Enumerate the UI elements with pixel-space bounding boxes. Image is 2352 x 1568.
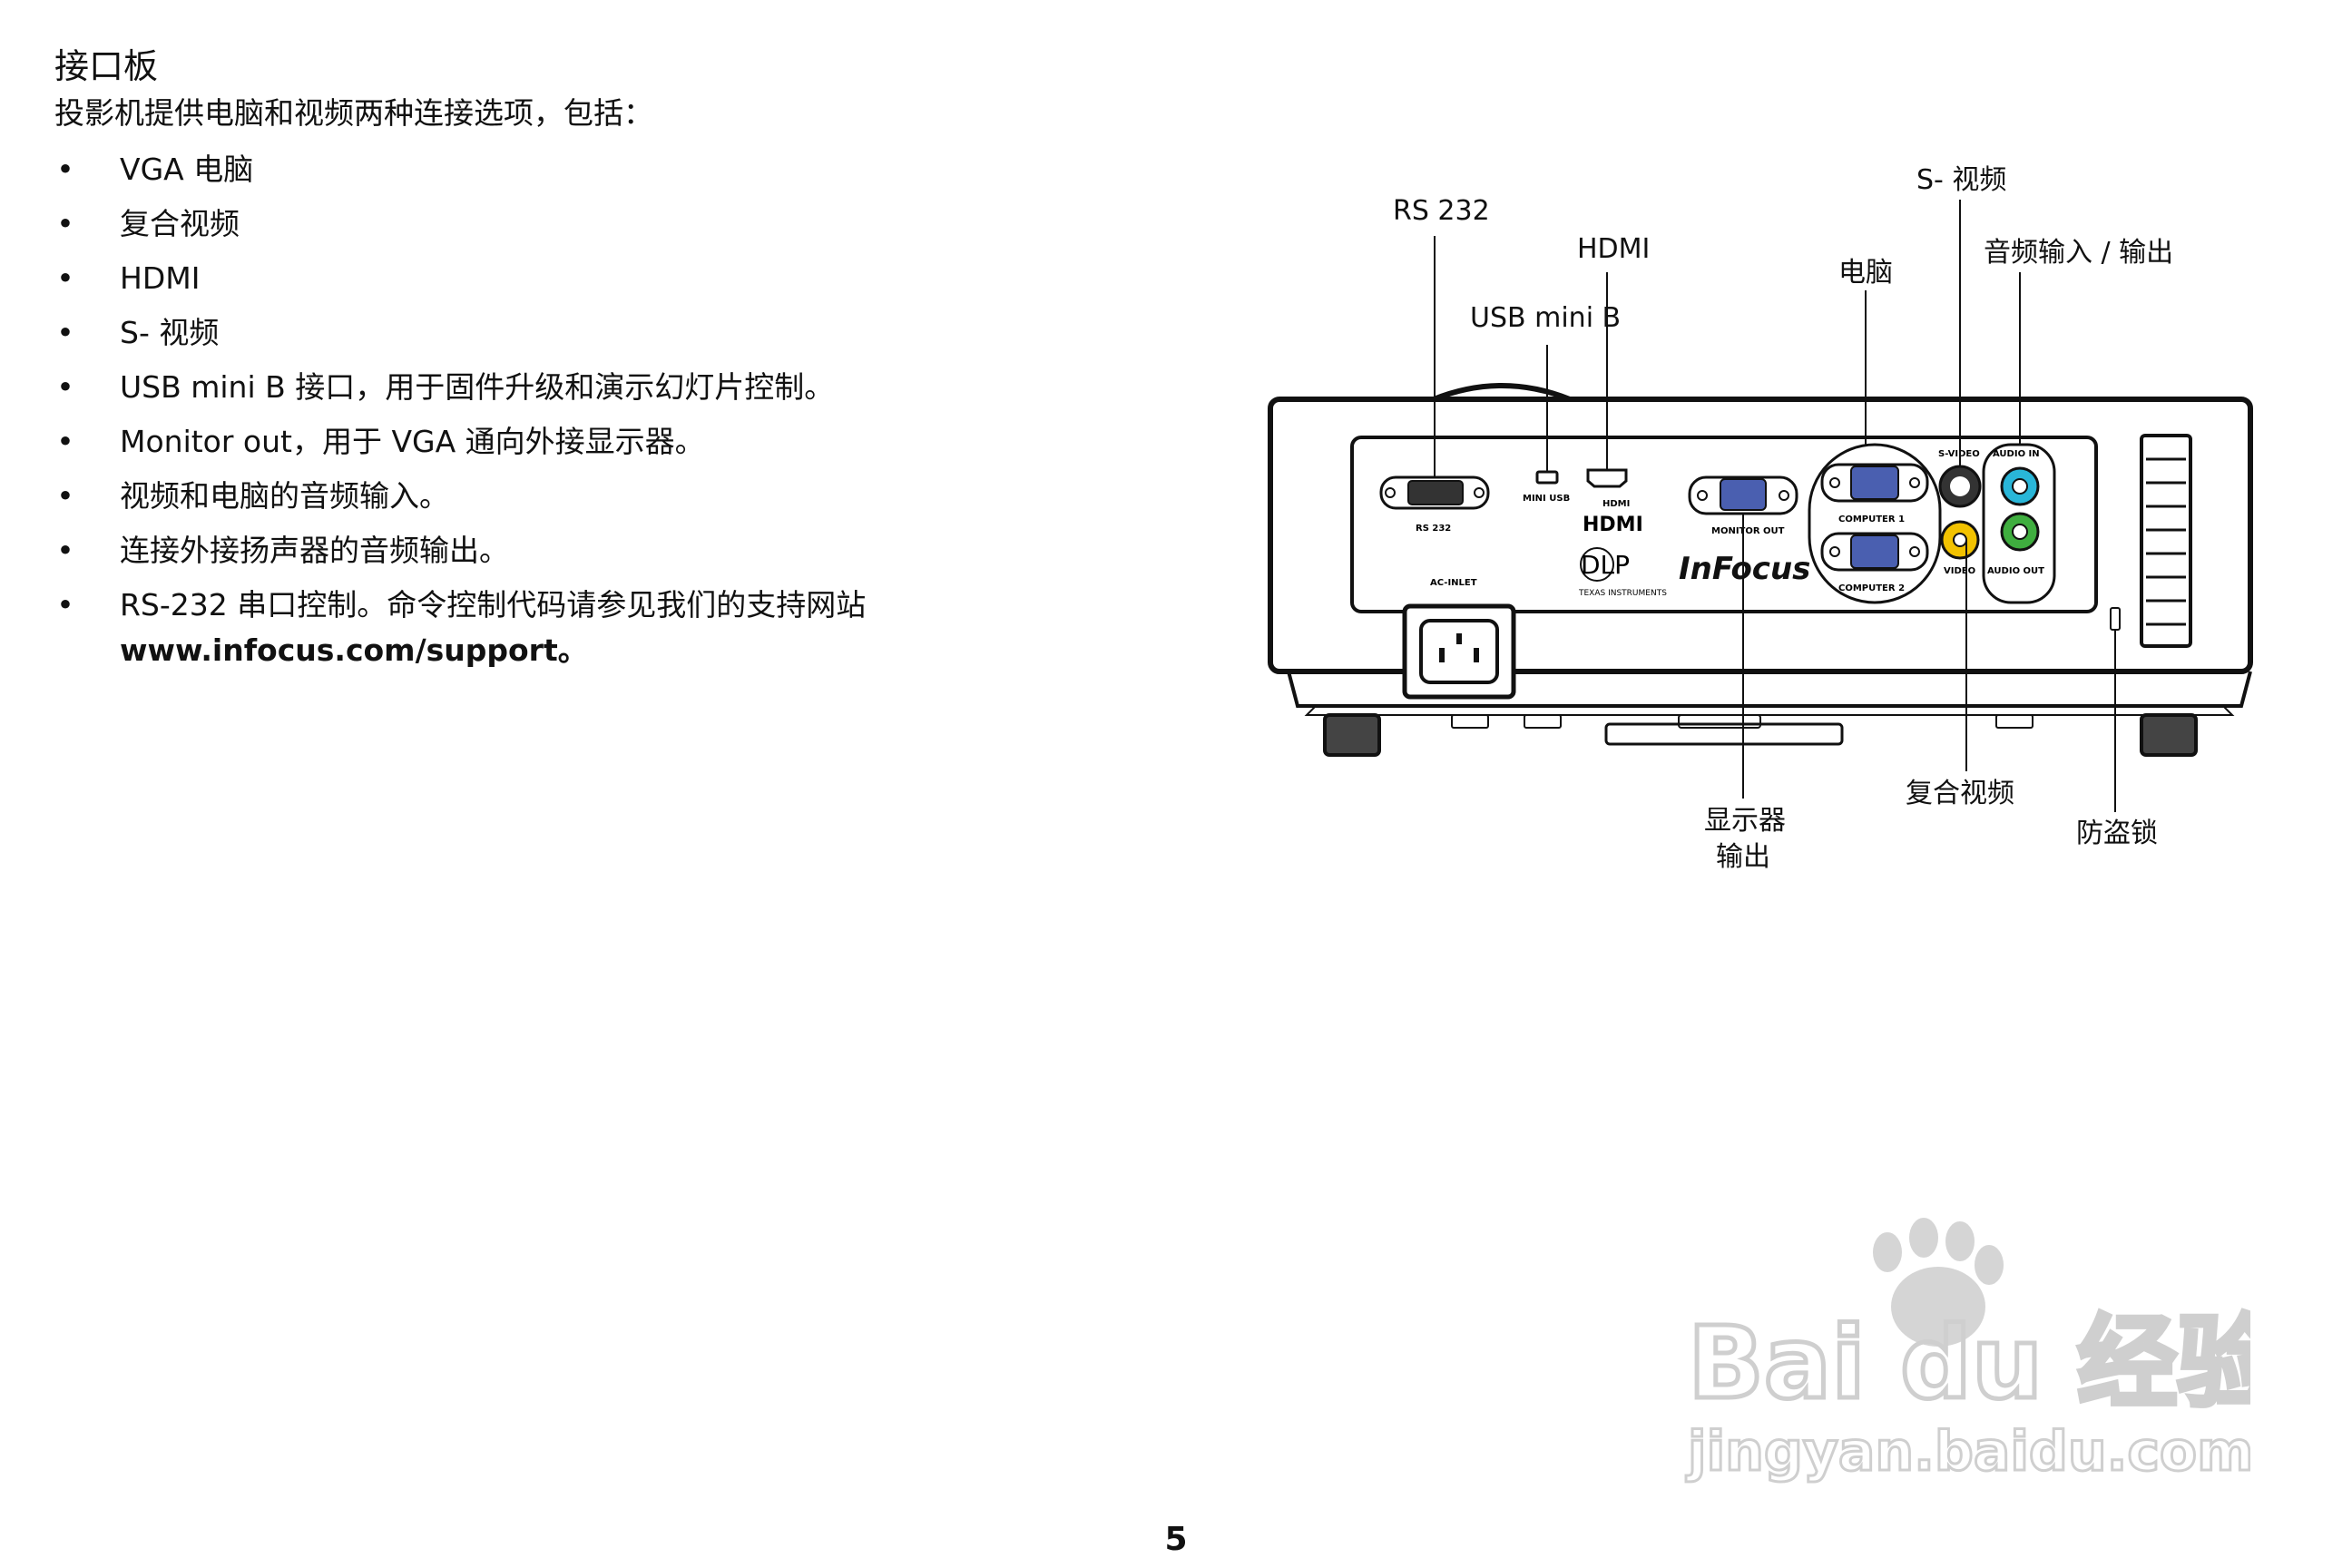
support-url-link[interactable]: www.infocus.com/support [120, 632, 558, 668]
list-item: • Monitor out，用于 VGA 通向外接显示器。 [54, 419, 1143, 465]
list-item: • HDMI [54, 256, 1143, 301]
callout-rs232: RS 232 [1393, 195, 1490, 227]
list-item: • VGA 电脑 [54, 147, 1143, 192]
ac-inlet-port: AC-INLET [1402, 578, 1516, 700]
projector-body [1268, 383, 2253, 757]
callout-leaders [1434, 200, 2116, 812]
monitor-out-connector [1720, 478, 1767, 511]
watermark-url: jingyan.baidu.com [1686, 1420, 2250, 1484]
bullet-icon: • [56, 152, 74, 187]
audio-ports-group: AUDIO IN AUDIO OUT [1982, 443, 2056, 604]
rs232-panel-label: RS 232 [1416, 524, 1451, 534]
hdmi-panel-label: HDMI [1602, 499, 1630, 509]
callout-monitor-out-line1: 显示器 [1704, 805, 1786, 837]
bullet-icon: • [56, 260, 74, 296]
video-ports-group: S-VIDEO VIDEO [1938, 449, 1982, 576]
hdmi-logo: HDMI [1583, 514, 1643, 536]
ac-inlet-label: AC-INLET [1430, 578, 1477, 588]
hdmi-port: HDMI HDMI [1583, 468, 1643, 536]
texas-instruments-label: TEXAS INSTRUMENTS [1578, 589, 1667, 598]
callout-labels: RS 232 HDMI USB mini B 电脑 S- 视频 音频输入 / 输… [1393, 164, 2173, 873]
callout-usb-mini-b: USB mini B [1470, 302, 1621, 334]
callout-hdmi: HDMI [1577, 233, 1650, 265]
projector-rear-panel-diagram: AC-INLET RS 232 MINI USB HDMI HDMI DLP T… [1268, 164, 2253, 873]
audio-out-panel-label: AUDIO OUT [1987, 566, 2044, 576]
s-video-panel-label: S-VIDEO [1938, 449, 1980, 459]
callout-monitor-out-line2: 输出 [1716, 841, 1770, 873]
support-url-line: www.infocus.com/support。 [120, 628, 1143, 673]
watermark-logo: Bai du 经验 [1688, 1305, 2250, 1421]
video-panel-label: VIDEO [1944, 566, 1975, 576]
list-item-text: USB mini B 接口，用于固件升级和演示幻灯片控制。 [120, 369, 835, 405]
dlp-logo: DLP TEXAS INSTRUMENTS [1578, 547, 1667, 598]
list-item: • 连接外接扬声器的音频输出。 [54, 528, 1143, 573]
bullet-icon: • [56, 206, 74, 241]
mini-usb-port: MINI USB [1523, 470, 1570, 504]
bullet-icon: • [56, 587, 74, 622]
list-item-text: 视频和电脑的音频输入。 [120, 478, 449, 514]
bullet-icon: • [56, 424, 74, 459]
monitor-out-port: MONITOR OUT [1688, 475, 1798, 536]
bullet-icon: • [56, 315, 74, 350]
brand-logo: InFocus [1679, 551, 1810, 587]
list-item: • 复合视频 [54, 201, 1143, 247]
list-item-text: RS-232 串口控制。命令控制代码请参见我们的支持网站 [120, 587, 867, 622]
paw-icon [1873, 1218, 2004, 1347]
computer-ports-group: COMPUTER 1 COMPUTER 2 [1808, 443, 1942, 604]
list-item-text: 复合视频 [120, 206, 240, 241]
bullet-icon: • [56, 369, 74, 405]
dlp-logo-text: DLP [1581, 550, 1630, 580]
rs232-port: RS 232 [1379, 475, 1490, 534]
callout-s-video: S- 视频 [1916, 164, 2006, 196]
computer1-connector [1850, 466, 1899, 500]
url-suffix: 。 [557, 632, 588, 668]
audio-in-panel-label: AUDIO IN [1993, 449, 2040, 459]
baidu-watermark: Bai du 经验 jingyan.baidu.com [1685, 1218, 2250, 1485]
mini-usb-panel-label: MINI USB [1523, 494, 1570, 504]
list-item-text: Monitor out，用于 VGA 通向外接显示器。 [120, 424, 705, 459]
list-item: • RS-232 串口控制。命令控制代码请参见我们的支持网站 www.infocus… [54, 583, 1143, 673]
security-lock-slot [2110, 607, 2121, 631]
page-number: 5 [1164, 1521, 1188, 1558]
computer2-connector [1850, 534, 1899, 569]
computer2-panel-label: COMPUTER 2 [1838, 583, 1905, 593]
list-item-text: 连接外接扬声器的音频输出。 [120, 533, 509, 568]
list-item-text: S- 视频 [120, 315, 220, 350]
list-item: • 视频和电脑的音频输入。 [54, 474, 1143, 519]
section-intro: 投影机提供电脑和视频两种连接选项，包括： [54, 95, 653, 131]
callout-audio-in-out: 音频输入 / 输出 [1984, 237, 2173, 269]
bullet-icon: • [56, 478, 74, 514]
callout-security-lock: 防盗锁 [2076, 818, 2158, 849]
computer1-panel-label: COMPUTER 1 [1838, 514, 1905, 524]
text-column: 接口板 投影机提供电脑和视频两种连接选项，包括： • VGA 电脑 • 复合视频 •… [54, 44, 1143, 682]
list-item: • USB mini B 接口，用于固件升级和演示幻灯片控制。 [54, 365, 1143, 410]
list-item-text: VGA 电脑 [120, 152, 254, 187]
monitor-out-panel-label: MONITOR OUT [1711, 526, 1785, 536]
callout-composite-video: 复合视频 [1906, 778, 2014, 809]
connection-list: • VGA 电脑 • 复合视频 • HDMI • S- 视频 • USB mini B 接… [54, 147, 1143, 673]
bullet-icon: • [56, 533, 74, 568]
list-item-text: HDMI [120, 260, 201, 296]
list-item: • S- 视频 [54, 310, 1143, 356]
callout-computer: 电脑 [1838, 257, 1893, 289]
section-title: 接口板 [54, 46, 159, 86]
